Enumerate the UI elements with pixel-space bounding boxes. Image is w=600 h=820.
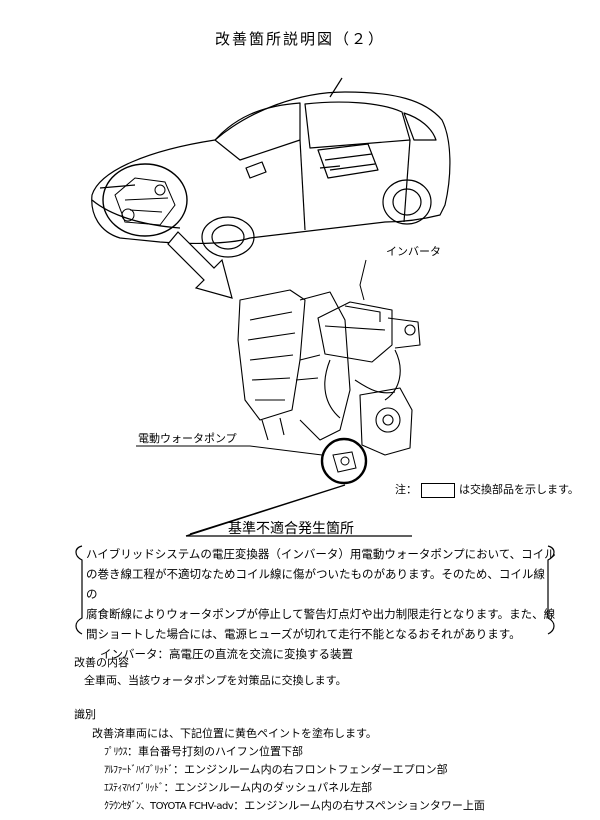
callout-inverter-label: インバータ	[386, 245, 441, 258]
model-name: ﾌﾟﾘｳｽ	[104, 747, 128, 758]
problem-bracket	[75, 484, 555, 635]
callout-lines	[136, 259, 367, 456]
replacement-note: 注： は交換部品を示します。	[395, 481, 579, 498]
remedy-label: 改善の内容	[74, 656, 129, 669]
problem-line: 腐食断線によりウォータポンプが停止して警告灯点灯や出力制限走行となります。また、…	[86, 607, 556, 621]
engine-assembly-drawing	[237, 289, 421, 456]
problem-line: ハイブリッドシステムの電圧変換器（インバータ）用電動ウォータポンプにおいて、コイ…	[86, 547, 556, 561]
paint-location: ：エンジンルーム内のダッシュパネル左部	[163, 781, 373, 794]
car-drawing	[91, 77, 451, 258]
problem-line: 間ショートした場合には、電源ヒューズが切れて走行不能となるおそれがあります。	[86, 627, 521, 641]
note-prefix: 注：	[395, 483, 417, 496]
paint-location: ：エンジンルーム内の右フロントフェンダーエプロン部	[173, 763, 448, 776]
identification-item: ﾌﾟﾘｳｽ：車台番号打刻のハイフン位置下部	[104, 743, 303, 759]
identification-item: ｱﾙﾌｧｰﾄﾞﾊｲﾌﾞﾘｯﾄﾞ：エンジンルーム内の右フロントフェンダーエプロン部	[104, 761, 448, 777]
note-suffix: は交換部品を示します。	[459, 483, 579, 496]
remedy-text: 全車両、当該ウォータポンプを対策品に交換します。	[84, 674, 347, 687]
identification-item: ｴｽﾃｨﾏﾊｲﾌﾞﾘｯﾄﾞ：エンジンルーム内のダッシュパネル左部	[104, 779, 372, 795]
inverter-definition: インバータ：高電圧の直流を交流に変換する装置	[100, 647, 353, 661]
water-pump-highlight	[320, 437, 368, 485]
identification-intro: 改善済車両には、下記位置に黄色ペイントを塗布します。	[92, 727, 377, 740]
identification-label: 識別	[74, 708, 96, 721]
page-title: 改善箇所説明図（２）	[214, 30, 385, 48]
problem-line: の巻き線工程が不適切なためコイル線に傷がついたものがあります。そのため、コイル線…	[86, 567, 545, 601]
car-engine-circle	[102, 163, 188, 237]
model-name: ｸﾗｳﾝｾﾀﾞﾝ、TOYOTA FCHV-adv	[104, 801, 234, 812]
paint-location: ：エンジンルーム内の右サスペンションタワー上面	[233, 799, 485, 812]
pointer-arrow	[167, 231, 233, 299]
problem-description: ハイブリッドシステムの電圧変換器（インバータ）用電動ウォータポンプにおいて、コイ…	[86, 544, 556, 664]
problem-heading: 基準不適合発生箇所	[228, 521, 354, 537]
note-legend-box	[421, 482, 455, 498]
identification-item: ｸﾗｳﾝｾﾀﾞﾝ、TOYOTA FCHV-adv：エンジンルーム内の右サスペンシ…	[104, 797, 485, 813]
paint-location: ：車台番号打刻のハイフン位置下部	[127, 745, 303, 758]
model-name: ｱﾙﾌｧｰﾄﾞﾊｲﾌﾞﾘｯﾄﾞ	[104, 765, 174, 776]
model-name: ｴｽﾃｨﾏﾊｲﾌﾞﾘｯﾄﾞ	[104, 783, 164, 794]
callout-water-pump-label: 電動ウォータポンプ	[138, 432, 237, 445]
